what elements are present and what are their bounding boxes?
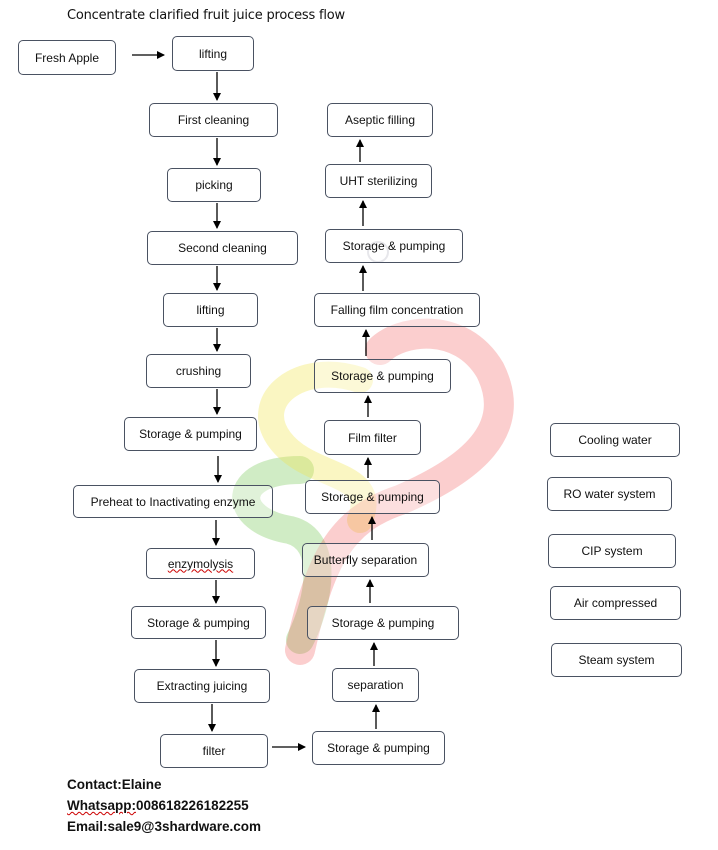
contact-email: Email:sale9@3shardware.com [67, 819, 262, 834]
step-storage-pumping-r2: Storage & pumping [307, 606, 459, 640]
step-storage-pumping-r5: Storage & pumping [325, 229, 463, 263]
enzymolysis-label: enzymolysis [167, 556, 234, 571]
step-uht-sterilizing: UHT sterilizing [325, 164, 432, 198]
step-storage-pumping-l1: Storage & pumping [124, 417, 257, 451]
diagram-title: Concentrate clarified fruit juice proces… [67, 8, 345, 23]
contact-name: Contact:Elaine [67, 777, 162, 792]
step-lifting-2: lifting [163, 293, 258, 327]
step-film-filter: Film filter [324, 420, 421, 455]
step-filter: filter [160, 734, 268, 768]
step-lifting-1: lifting [172, 36, 254, 71]
utility-cip-system: CIP system [548, 534, 676, 568]
step-aseptic-filling: Aseptic filling [327, 103, 433, 137]
utility-air-compressed: Air compressed [550, 586, 681, 620]
step-extracting-juicing: Extracting juicing [134, 669, 270, 703]
utility-ro-water-system: RO water system [547, 477, 672, 511]
step-falling-film-concentration: Falling film concentration [314, 293, 480, 327]
step-storage-pumping-l2: Storage & pumping [131, 606, 266, 639]
step-storage-pumping-r4: Storage & pumping [314, 359, 451, 393]
step-picking: picking [167, 168, 261, 202]
whatsapp-number: 008618226182255 [136, 798, 249, 813]
contact-whatsapp: Whatsapp:008618226182255 [67, 798, 249, 813]
step-enzymolysis: enzymolysis [146, 548, 255, 579]
step-storage-pumping-r3: Storage & pumping [305, 480, 440, 514]
step-crushing: crushing [146, 354, 251, 388]
step-second-cleaning: Second cleaning [147, 231, 298, 265]
step-fresh-apple: Fresh Apple [18, 40, 116, 75]
step-storage-pumping-r1: Storage & pumping [312, 731, 445, 765]
step-preheat: Preheat to Inactivating enzyme [73, 485, 273, 518]
utility-cooling-water: Cooling water [550, 423, 680, 457]
step-first-cleaning: First cleaning [149, 103, 278, 137]
whatsapp-label: Whatsapp: [67, 798, 136, 813]
step-butterfly-separation: Butterfly separation [302, 543, 429, 577]
step-separation: separation [332, 668, 419, 702]
utility-steam-system: Steam system [551, 643, 682, 677]
